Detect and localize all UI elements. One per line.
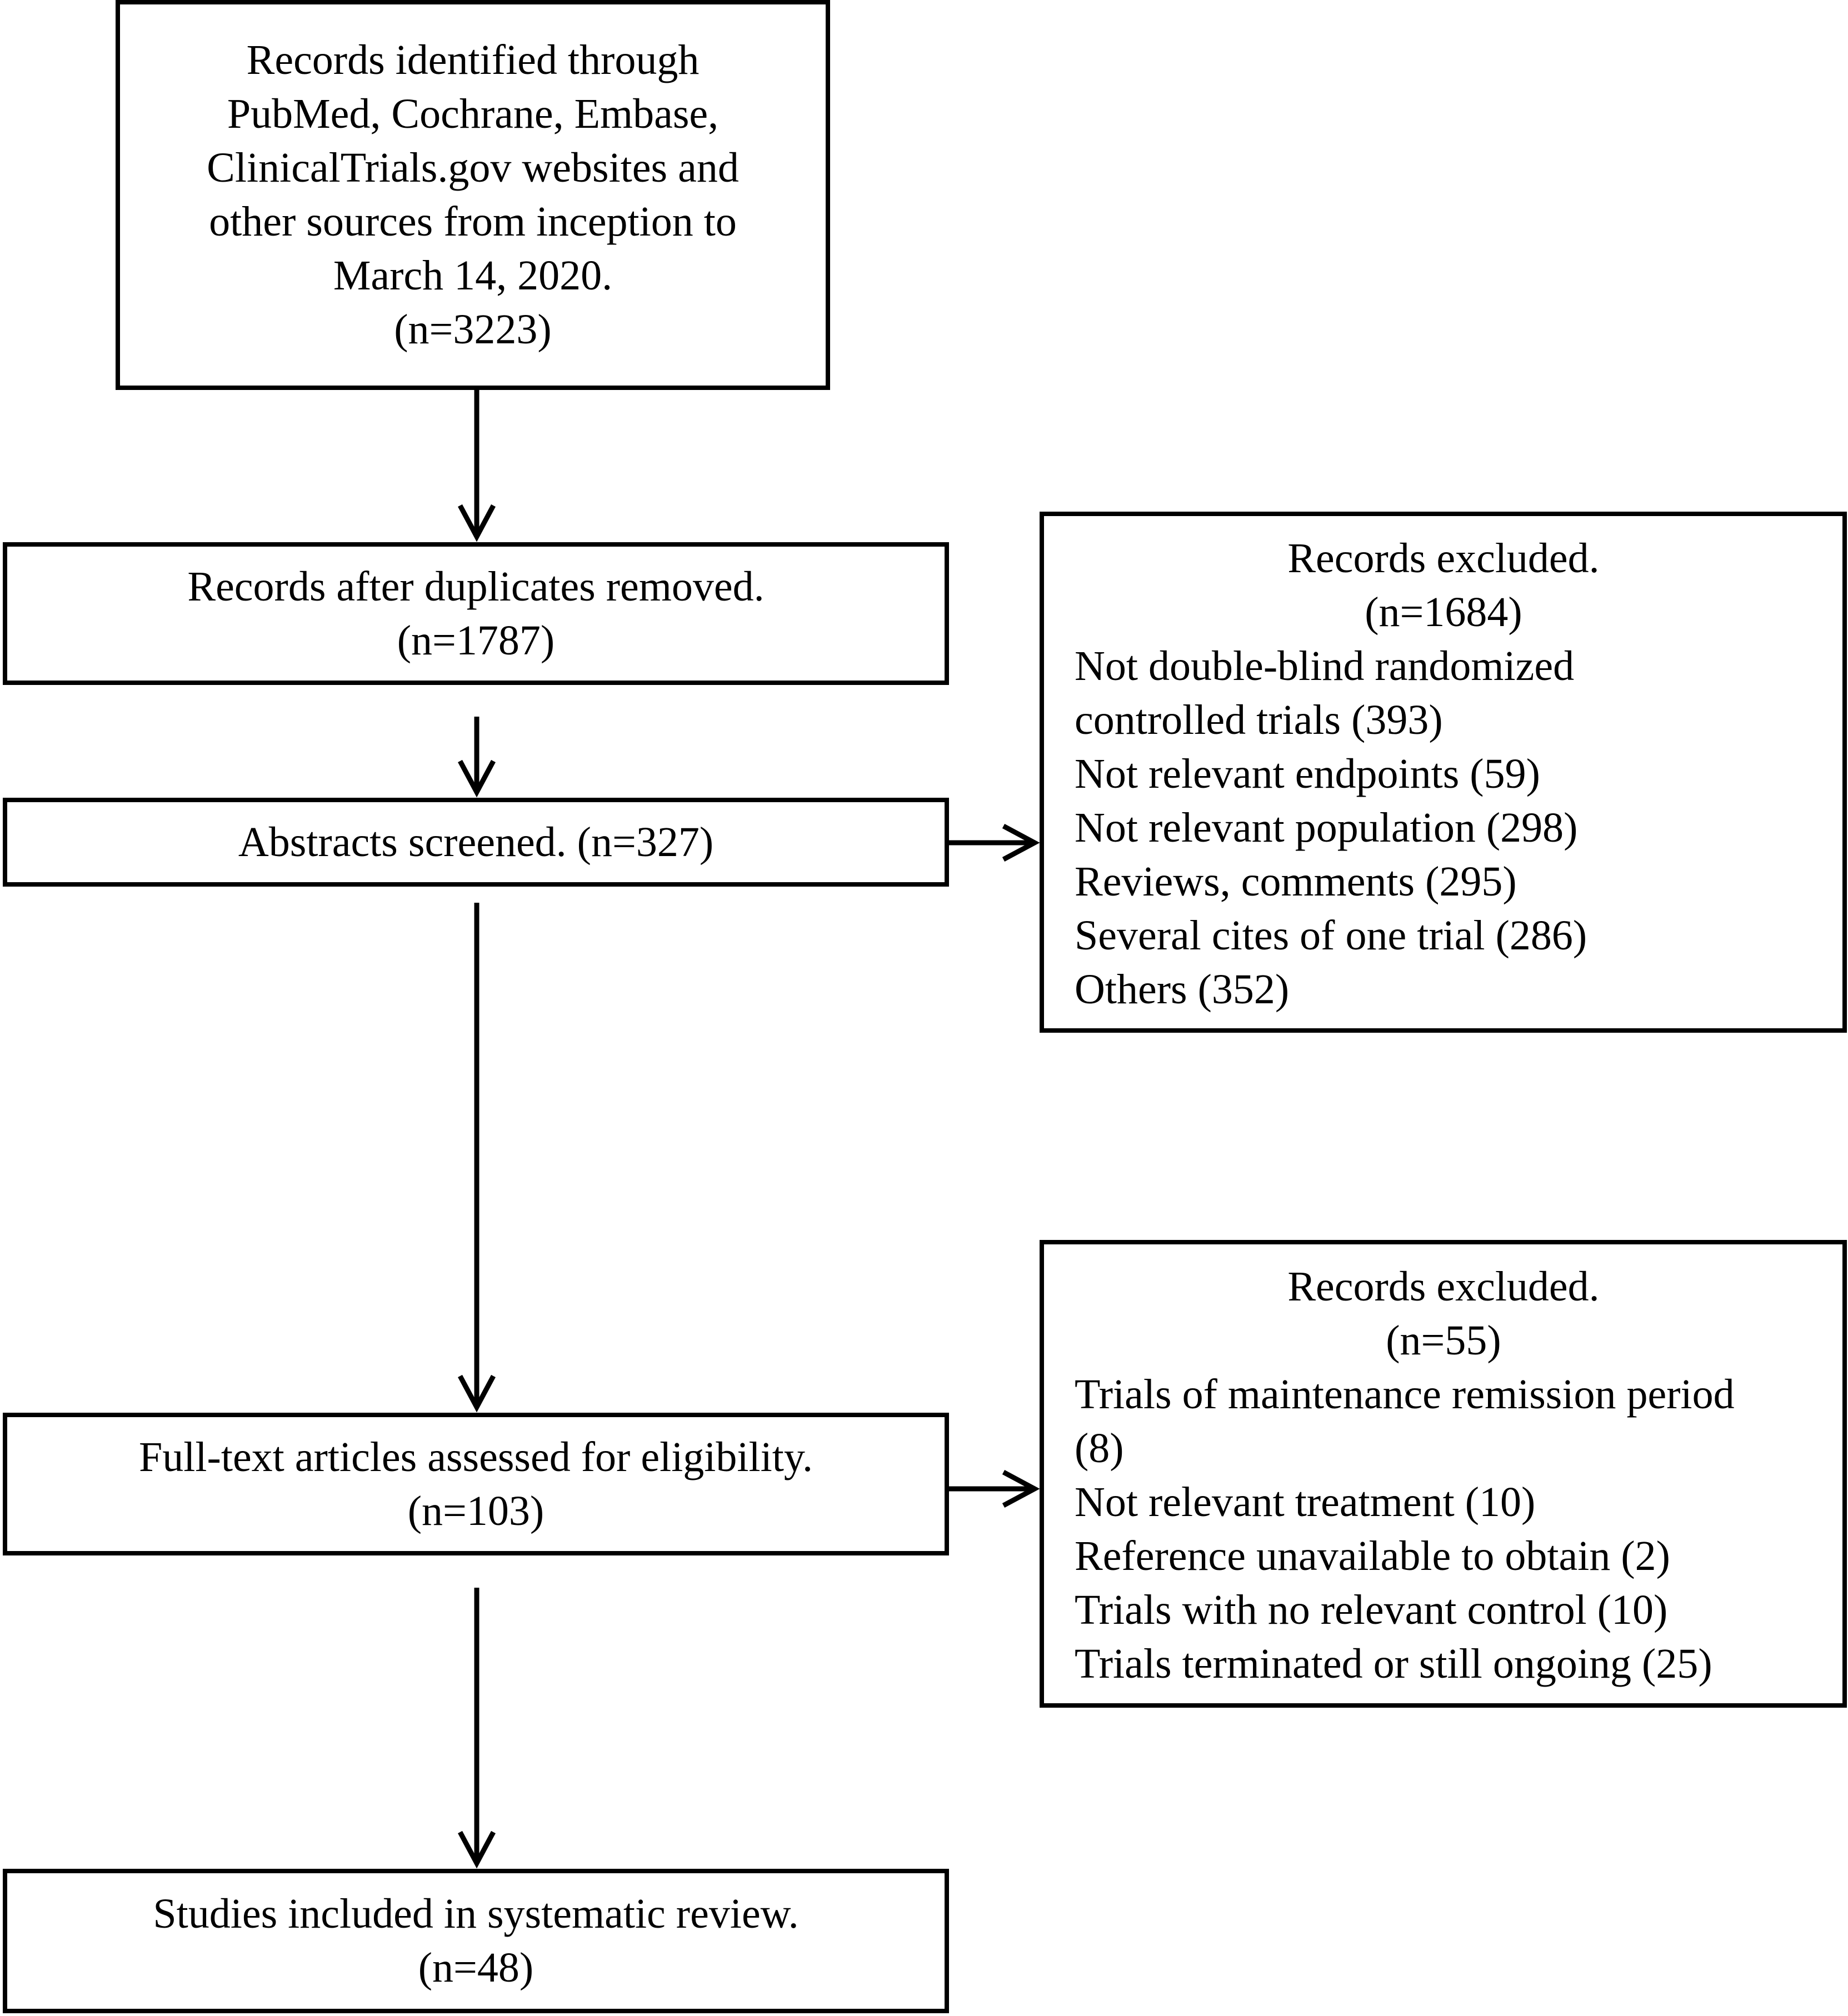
arrow-abstracts-to-excluded-1 [949, 824, 1040, 862]
arrow-abstracts-to-fulltext [458, 903, 496, 1413]
records-excluded-box-1: Records excluded. (n=1684) Not double-bl… [1040, 512, 1847, 1033]
box-text-line: (n=48) [418, 1944, 534, 1991]
exclusion-reason: Several cites of one trial (286) [1075, 912, 1587, 959]
arrow-identified-to-duplicates [458, 390, 496, 542]
box-text-line: (n=1787) [397, 617, 555, 664]
exclusion-reason: controlled trials (393) [1075, 697, 1443, 743]
box-text-line: Records after duplicates removed. [187, 563, 765, 610]
box-text-line: Full-text articles assessed for eligibil… [139, 1433, 813, 1480]
box-text-line: (n=103) [407, 1487, 545, 1534]
full-text-assessed-box: Full-text articles assessed for eligibil… [3, 1413, 949, 1555]
box-text-line: ClinicalTrials.gov websites and [207, 144, 739, 191]
box-text-line: Abstracts screened. (n=327) [238, 818, 714, 866]
exclusion-reason: Not relevant treatment (10) [1075, 1479, 1536, 1525]
records-identified-box: Records identified through PubMed, Cochr… [116, 0, 830, 390]
exclusion-reason: Reviews, comments (295) [1075, 858, 1517, 905]
excluded-count: (n=1684) [1365, 589, 1522, 636]
duplicates-removed-box: Records after duplicates removed. (n=178… [3, 542, 949, 685]
box-text-line: Records identified through [246, 37, 700, 83]
arrow-duplicates-to-abstracts [458, 717, 496, 798]
exclusion-reason: Not relevant endpoints (59) [1075, 751, 1540, 797]
box-text-line: (n=3223) [394, 306, 552, 353]
arrow-fulltext-to-included [458, 1588, 496, 1869]
box-text-line: other sources from inception to [209, 198, 737, 245]
excluded-count: (n=55) [1386, 1317, 1501, 1364]
exclusion-reason: Not double-blind randomized [1075, 643, 1575, 689]
arrow-fulltext-to-excluded-2 [949, 1470, 1040, 1508]
exclusion-reason: (8) [1075, 1425, 1124, 1472]
excluded-title: Records excluded. [1287, 1263, 1600, 1310]
box-text-line: Studies included in systematic review. [153, 1890, 799, 1937]
excluded-title: Records excluded. [1287, 535, 1600, 582]
box-text-line: March 14, 2020. [333, 252, 613, 299]
exclusion-reason: Trials of maintenance remission period [1075, 1371, 1735, 1418]
exclusion-reason: Trials with no relevant control (10) [1075, 1587, 1668, 1633]
exclusion-reason: Not relevant population (298) [1075, 804, 1578, 851]
records-excluded-box-2: Records excluded. (n=55) Trials of maint… [1040, 1240, 1847, 1708]
abstracts-screened-box: Abstracts screened. (n=327) [3, 798, 949, 887]
box-text-line: PubMed, Cochrane, Embase, [227, 91, 719, 137]
studies-included-box: Studies included in systematic review. (… [3, 1869, 949, 2013]
exclusion-reason: Others (352) [1075, 966, 1290, 1013]
exclusion-reason: Trials terminated or still ongoing (25) [1075, 1640, 1712, 1687]
exclusion-reason: Reference unavailable to obtain (2) [1075, 1533, 1670, 1579]
